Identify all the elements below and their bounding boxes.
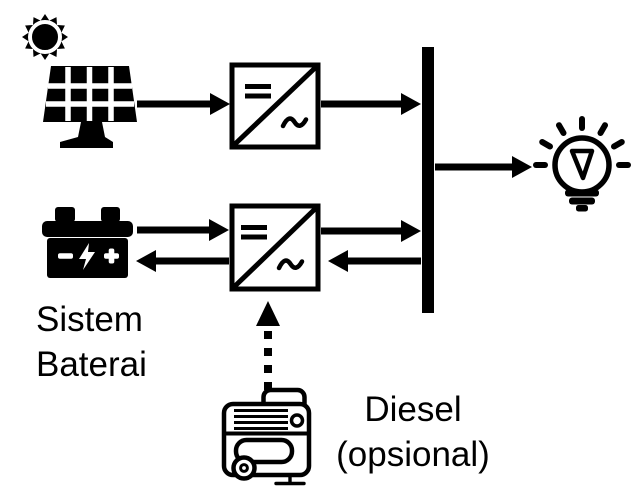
battery-plus-symbol	[104, 248, 119, 264]
solar-panel-stand	[60, 122, 113, 148]
generator-vents	[234, 409, 288, 430]
dc-symbol	[245, 84, 271, 99]
battery-icon	[42, 207, 133, 278]
ac-symbol	[276, 258, 305, 271]
battery-to-converter-arrow	[137, 219, 229, 241]
bulb-rays	[533, 116, 631, 168]
solar-panel-icon	[43, 66, 137, 148]
diesel-label-line2: (opsional)	[336, 435, 490, 474]
battery-bolt-symbol	[79, 243, 95, 270]
battery-system-label-line1: Sistem	[36, 300, 143, 339]
diesel-generator-icon	[221, 387, 312, 486]
ac-symbol	[280, 116, 309, 129]
inverter-to-bus-arrow	[321, 93, 421, 115]
converter-to-battery-arrow	[136, 250, 229, 272]
bulb-filament	[569, 148, 595, 181]
converter-to-bus-arrow	[321, 220, 421, 242]
solar-inverter-box-icon	[229, 62, 321, 150]
converter-diagonal	[232, 206, 318, 289]
diesel-label-line1: Diesel	[364, 390, 461, 429]
bulb-base	[565, 189, 599, 212]
bus-to-converter-arrow	[328, 250, 421, 272]
light-bulb-icon	[533, 116, 631, 212]
dc-symbol	[241, 225, 267, 240]
diesel-dotted-arrow	[256, 301, 280, 390]
bus-bar	[422, 47, 434, 313]
battery-converter-box-icon	[229, 203, 321, 292]
bus-to-load-arrow	[435, 156, 532, 178]
generator-wheel	[231, 455, 257, 481]
battery-system-label-line2: Baterai	[36, 345, 147, 384]
generator-opening	[233, 437, 295, 465]
battery-minus-symbol	[58, 253, 73, 259]
converter-diagonal	[232, 65, 318, 147]
sun-icon	[22, 14, 68, 60]
solar-to-inverter-arrow	[137, 93, 230, 115]
generator-button	[289, 413, 305, 428]
